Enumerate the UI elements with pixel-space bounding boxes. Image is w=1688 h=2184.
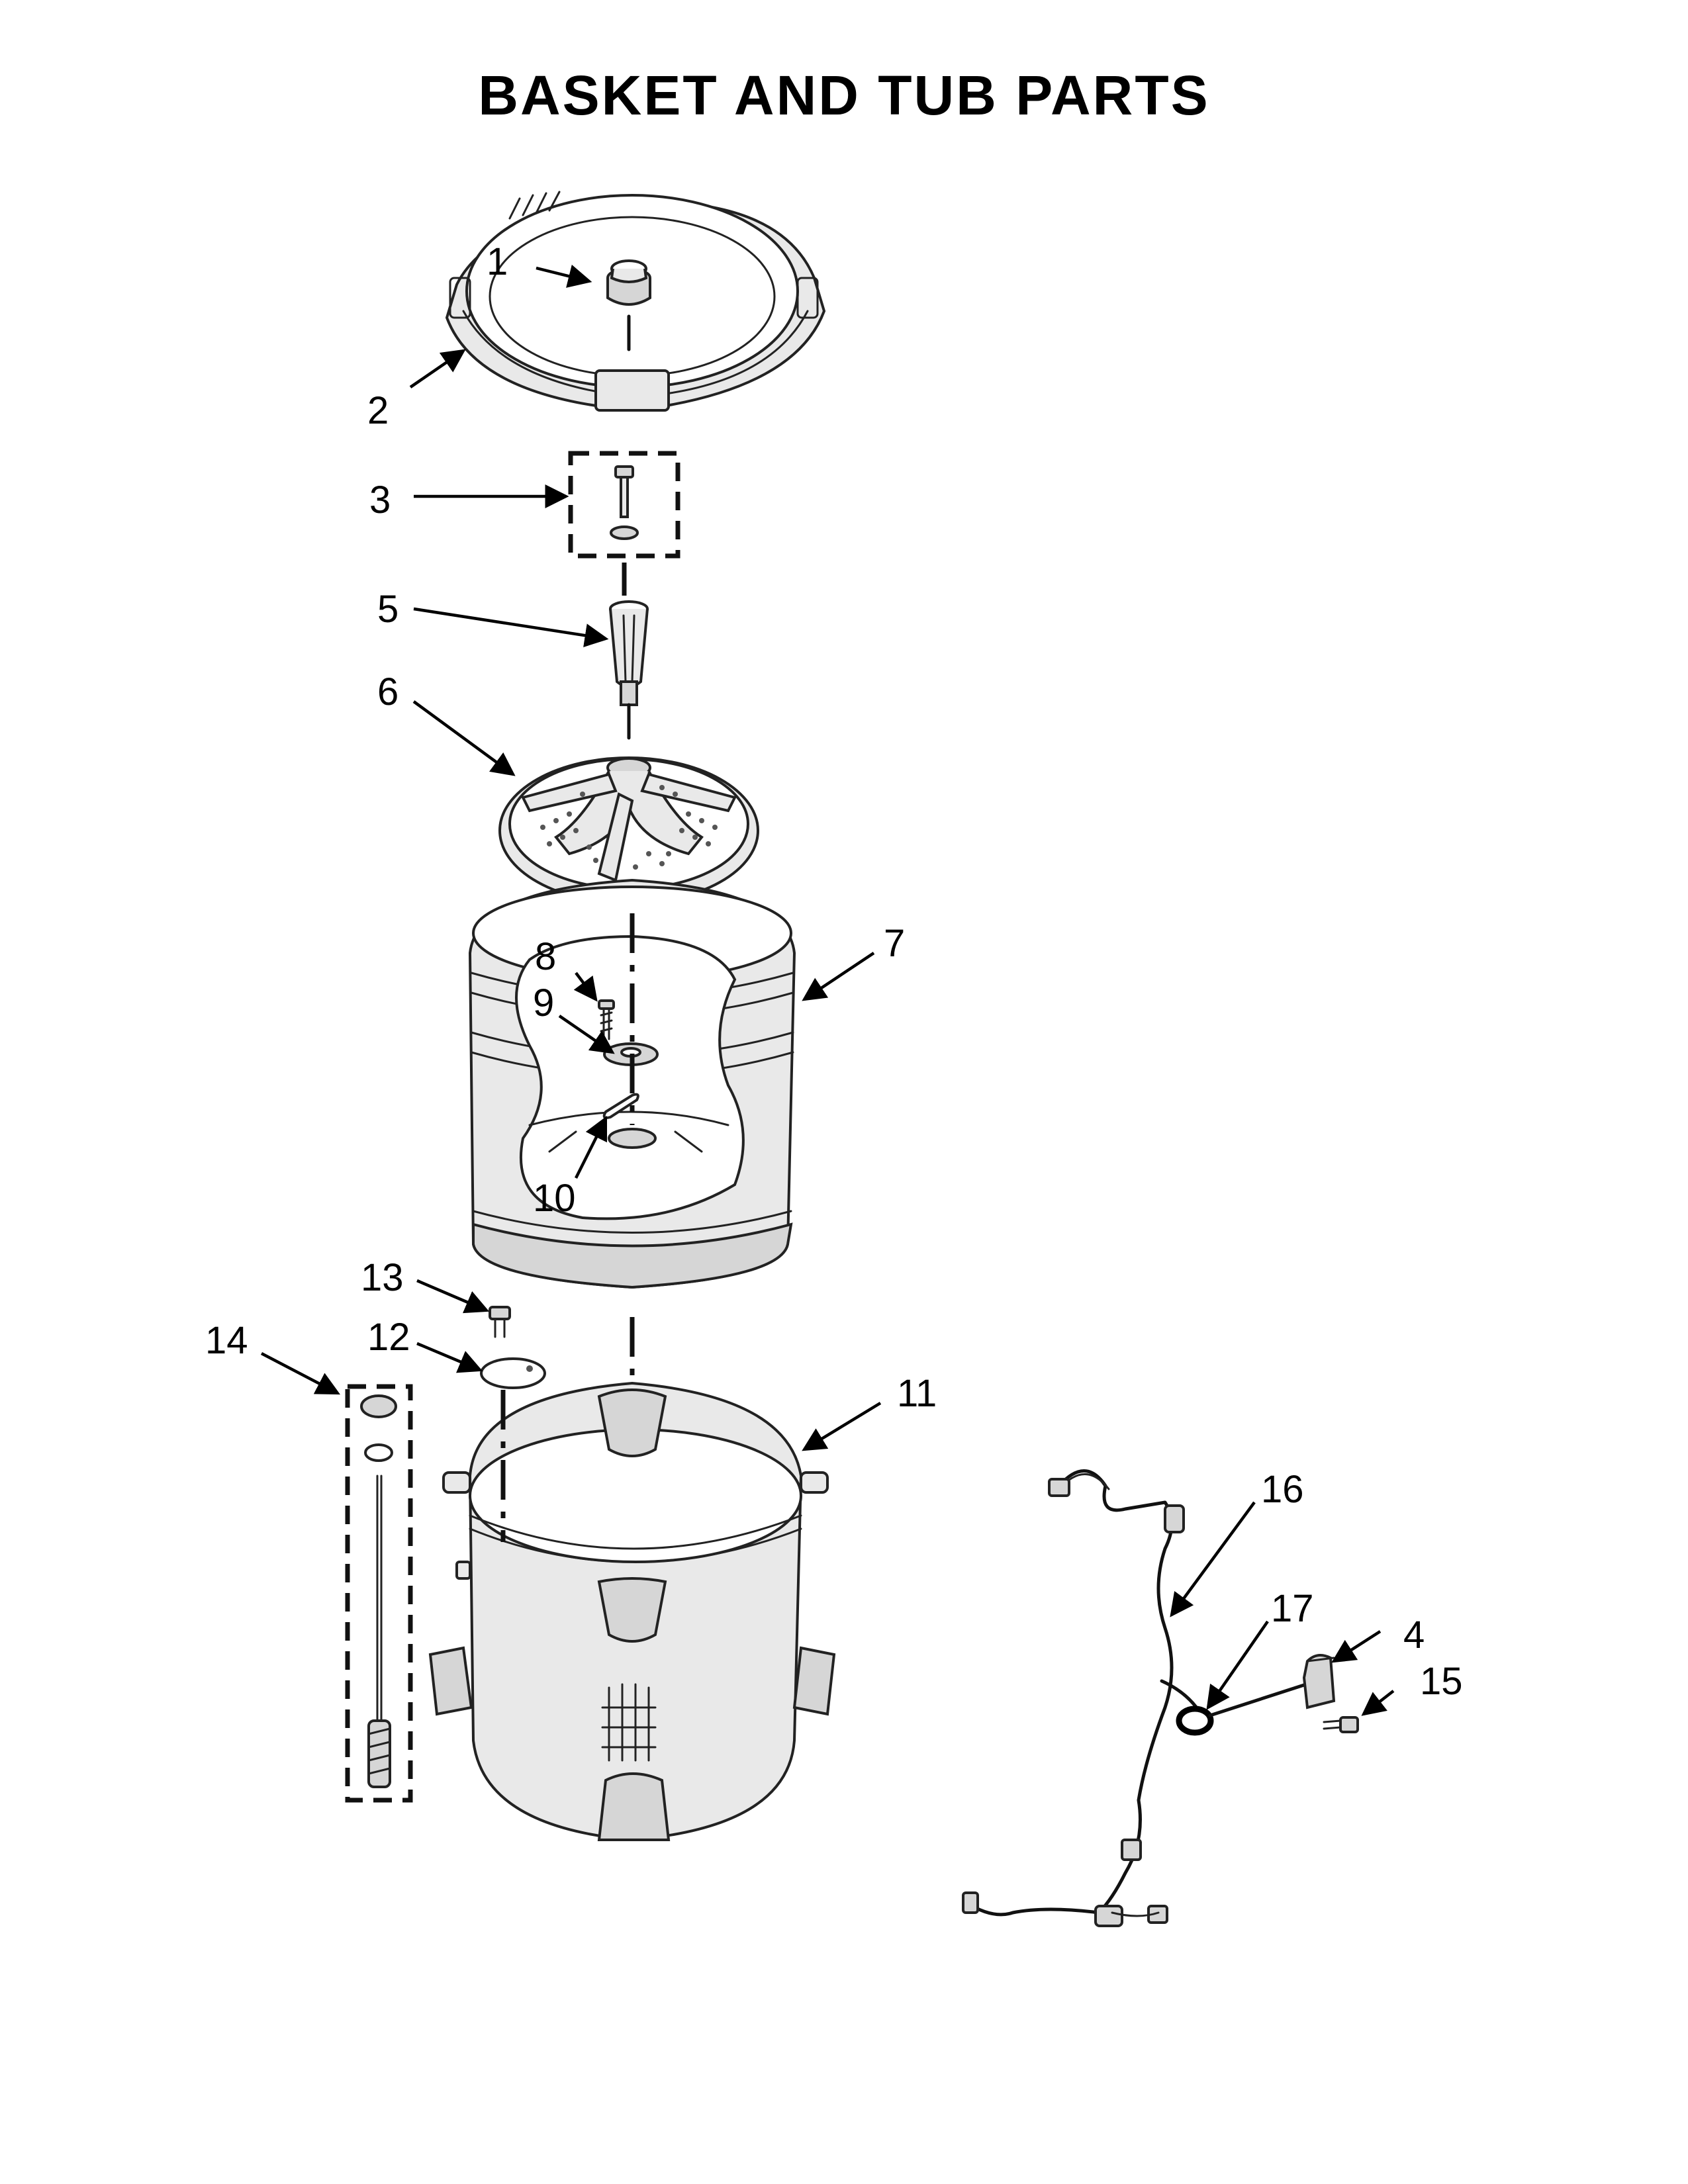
callout-7: 7 [884,922,905,965]
part-tub-ring[interactable] [445,191,826,412]
callout-15: 15 [1420,1660,1463,1703]
callout-2: 2 [367,389,389,432]
callout-17: 17 [1271,1587,1314,1630]
callout-14: 14 [205,1319,248,1362]
part-bracket[interactable] [1302,1654,1336,1709]
part-wire-harness[interactable] [962,1469,1207,1927]
part-drive-shaft[interactable] [609,600,649,706]
impeller-holes [540,785,718,870]
part-cap[interactable] [606,259,651,306]
callout-3: 3 [369,478,391,522]
callout-11: 11 [897,1372,937,1415]
callout-6: 6 [377,670,399,713]
part-screw-13[interactable] [489,1306,511,1338]
part-screw[interactable] [598,999,615,1040]
callout-13: 13 [361,1256,404,1299]
part-outer-tub[interactable] [428,1381,836,1842]
leader-arrows [260,264,1395,1716]
page-title: BASKET AND TUB PARTS [478,64,1210,126]
part-suspension-rod[interactable] [360,1394,397,1788]
callout-16: 16 [1261,1468,1304,1511]
part-grommet[interactable] [1176,1706,1214,1736]
callout-10: 10 [533,1177,576,1220]
callout-5: 5 [377,588,399,631]
part-cover-plate[interactable] [480,1357,546,1389]
bolt-kit-box [568,451,680,559]
callout-12: 12 [367,1316,410,1359]
callout-8: 8 [535,935,556,978]
part-screw-15[interactable] [1323,1716,1359,1733]
suspension-kit-box [345,1384,413,1803]
basket-drive-hub [608,1128,657,1149]
part-impeller[interactable] [498,756,759,905]
part-bolt[interactable] [610,465,639,540]
callout-1: 1 [487,240,508,283]
callout-9: 9 [533,981,554,1024]
callout-4: 4 [1403,1614,1425,1657]
